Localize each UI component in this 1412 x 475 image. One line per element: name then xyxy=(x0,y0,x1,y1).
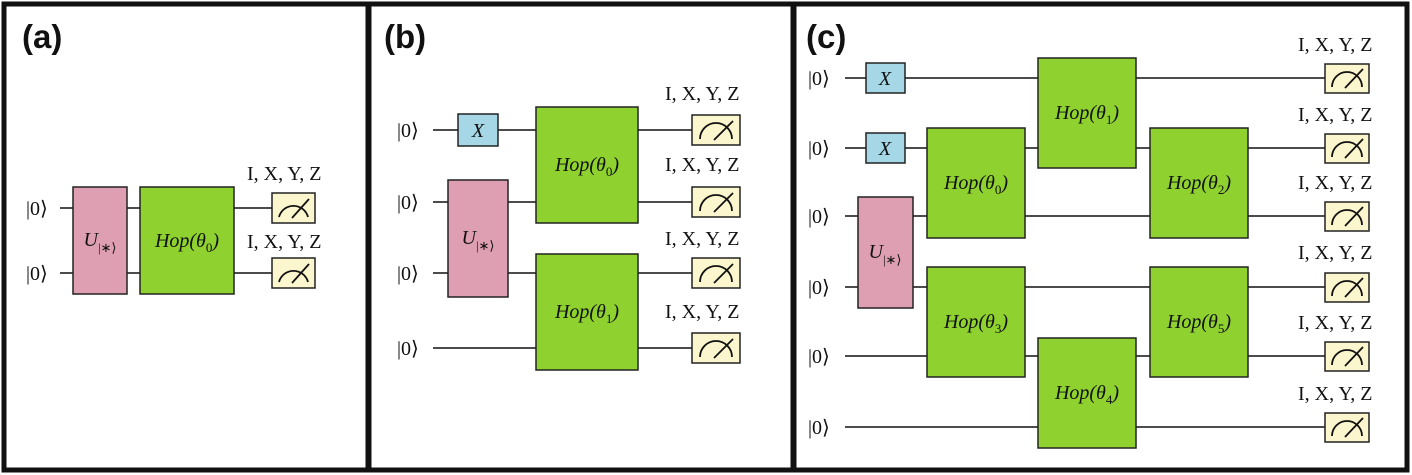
measurement-label: I, X, Y, Z xyxy=(1298,104,1372,126)
hop-gate xyxy=(1149,127,1249,239)
input-ket: |0⟩ xyxy=(397,120,419,142)
state-prep-gate xyxy=(447,179,509,298)
input-ket: |0⟩ xyxy=(397,192,419,214)
input-ket: |0⟩ xyxy=(808,417,830,439)
state-prep-gate xyxy=(72,186,128,295)
input-ket: |0⟩ xyxy=(397,263,419,285)
input-ket: |0⟩ xyxy=(808,277,830,299)
input-ket: |0⟩ xyxy=(808,138,830,160)
measurement-label: I, X, Y, Z xyxy=(665,83,739,105)
x-gate-label: X xyxy=(878,138,892,160)
hop-gate xyxy=(926,127,1026,239)
state-prep-gate-label: U|∗⟩ xyxy=(461,227,494,253)
measurement-label: I, X, Y, Z xyxy=(1298,383,1372,405)
input-ket: |0⟩ xyxy=(808,346,830,368)
meter-icon xyxy=(691,257,741,289)
measurement-label: I, X, Y, Z xyxy=(665,301,739,323)
state-prep-gate-label: U|∗⟩ xyxy=(83,229,116,255)
hop-gate-label: Hop(θ5) xyxy=(1166,311,1231,336)
hop-gate-label: Hop(θ1) xyxy=(554,301,619,326)
panel-c-frame xyxy=(791,1,1410,473)
hop-gate-label: Hop(θ1) xyxy=(1054,102,1119,127)
panel-c-circuit: |0⟩ |0⟩ |0⟩ |0⟩ |0⟩ |0⟩ X X U|∗⟩ Hop(θ0)… xyxy=(808,34,1372,449)
input-ket: |0⟩ xyxy=(808,206,830,228)
input-ket: |0⟩ xyxy=(397,338,419,360)
x-gate xyxy=(865,62,906,94)
panel-a-label: (a) xyxy=(22,18,62,55)
meter-icon xyxy=(271,192,316,224)
state-prep-gate-label: U|∗⟩ xyxy=(868,241,901,267)
meter-icon xyxy=(1324,133,1370,164)
hop-gate-label: Hop(θ3) xyxy=(943,311,1008,336)
meter-icon xyxy=(691,186,741,218)
meter-icon xyxy=(1324,272,1370,303)
input-ket: |0⟩ xyxy=(26,263,48,285)
meter-icon xyxy=(1324,201,1370,232)
panel-b-label: (b) xyxy=(384,18,426,55)
hop-gate xyxy=(139,186,235,295)
input-ket: |0⟩ xyxy=(26,198,48,220)
meter-icon xyxy=(691,114,741,146)
hop-gate-label: Hop(θ2) xyxy=(1166,172,1231,197)
x-gate-label: X xyxy=(878,68,892,90)
hop-gate xyxy=(926,266,1026,378)
hop-gate-label: Hop(θ4) xyxy=(1054,382,1119,407)
hop-gate-label: Hop(θ0) xyxy=(943,172,1008,197)
meter-icon xyxy=(271,257,316,289)
measurement-label: I, X, Y, Z xyxy=(247,163,321,185)
measurement-label: I, X, Y, Z xyxy=(1298,312,1372,334)
measurement-label: I, X, Y, Z xyxy=(665,154,739,176)
hop-gate xyxy=(535,253,639,371)
state-prep-gate xyxy=(857,196,914,309)
meter-icon xyxy=(1324,412,1370,443)
x-gate xyxy=(865,132,906,164)
hop-gate xyxy=(535,106,639,224)
meter-icon xyxy=(1324,63,1370,94)
meter-icon xyxy=(691,332,741,364)
measurement-label: I, X, Y, Z xyxy=(665,228,739,250)
hop-gate xyxy=(1149,266,1249,378)
hop-gate xyxy=(1037,337,1137,449)
measurement-label: I, X, Y, Z xyxy=(1298,172,1372,194)
measurement-label: I, X, Y, Z xyxy=(1298,242,1372,264)
hop-gate-label: Hop(θ0) xyxy=(554,154,619,179)
panel-c-label: (c) xyxy=(806,18,846,55)
hop-gate-label: Hop(θ0) xyxy=(154,230,219,255)
panel-a-circuit: |0⟩ |0⟩ U|∗⟩ Hop(θ0) I, X, Y, Z I, X, Y,… xyxy=(26,163,321,295)
panel-b-circuit: |0⟩ |0⟩ |0⟩ |0⟩ X U|∗⟩ Hop(θ0) Hop(θ1) I… xyxy=(397,83,741,371)
input-ket: |0⟩ xyxy=(808,68,830,90)
x-gate xyxy=(457,113,499,147)
measurement-label: I, X, Y, Z xyxy=(247,231,321,253)
hop-gate xyxy=(1037,57,1137,169)
measurement-label: I, X, Y, Z xyxy=(1298,34,1372,56)
x-gate-label: X xyxy=(471,120,485,142)
meter-icon xyxy=(1324,341,1370,372)
